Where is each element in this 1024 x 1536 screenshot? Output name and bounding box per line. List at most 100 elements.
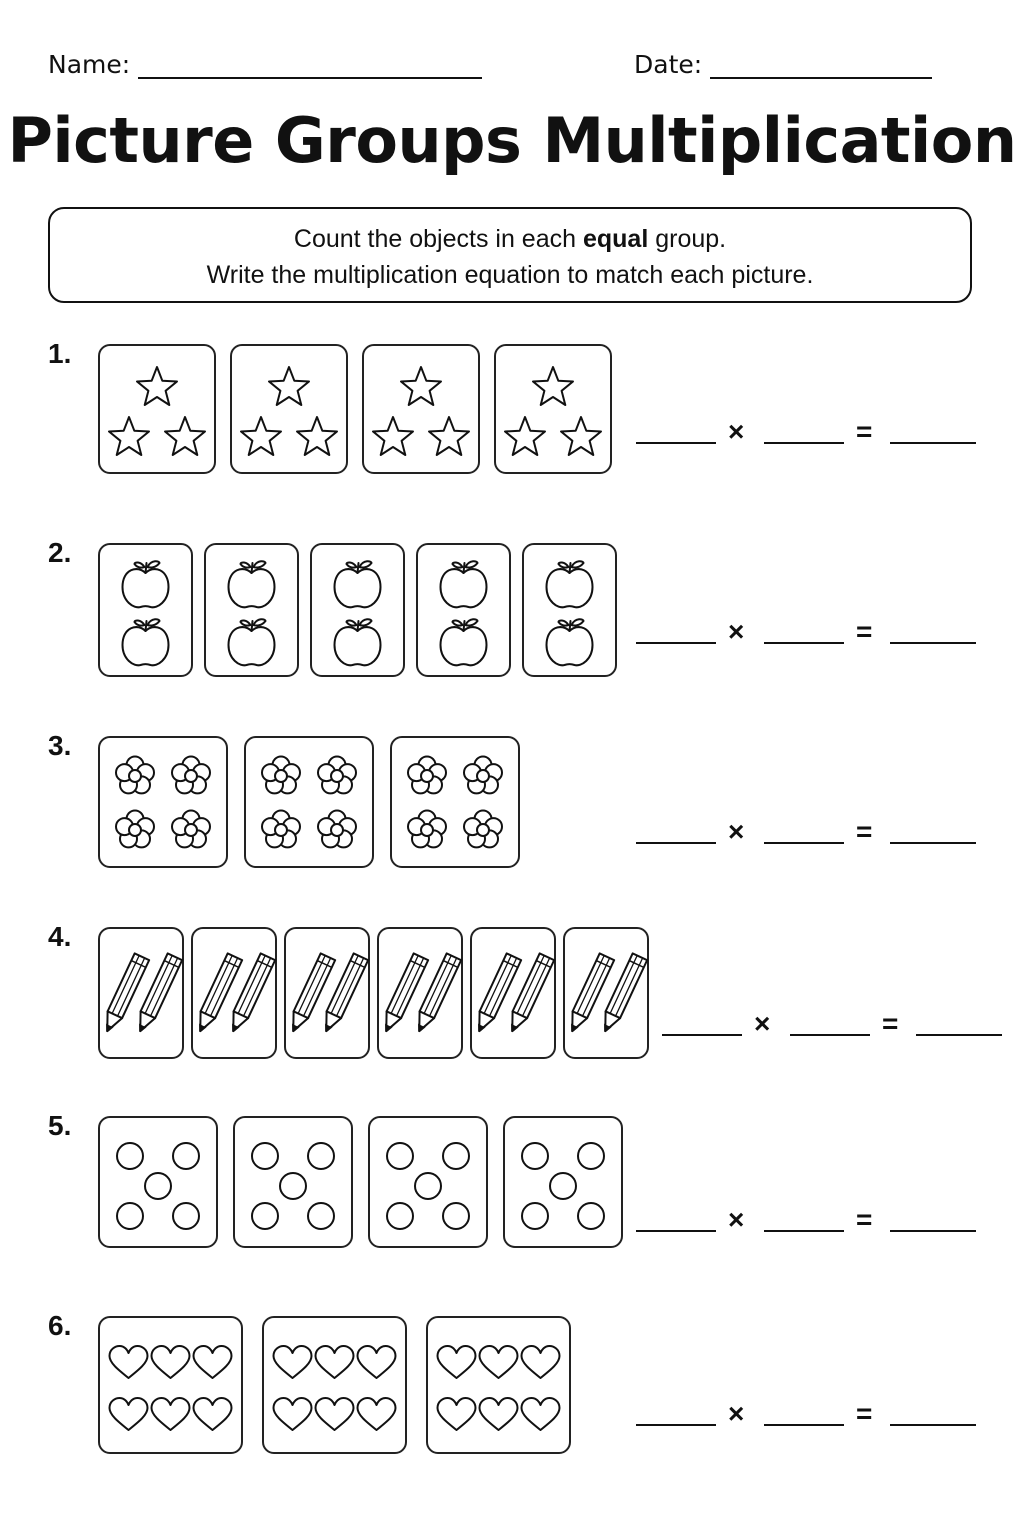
date-field[interactable]: Date: [634,50,933,79]
circle-icon [251,1202,279,1230]
star-icon [164,416,206,456]
star-icon [532,366,574,406]
circle-icon [577,1202,605,1230]
heart-icon [192,1397,233,1431]
date-blank[interactable] [710,55,933,79]
apple-icon [333,618,382,667]
apple-icon [439,618,488,667]
flower-icon [463,809,503,849]
pencil-icon [325,952,370,1033]
equal-group [368,1116,488,1248]
group-pictures [199,952,277,1033]
factor-1-blank[interactable] [636,1230,716,1232]
circle-icon [307,1142,335,1170]
heart-icon [478,1397,519,1431]
star-icon [240,416,282,456]
times-sign: × [728,1204,745,1235]
factor-1-blank[interactable] [636,1424,716,1426]
circle-icon [307,1202,335,1230]
pencil-icon [232,952,277,1033]
equals-sign: = [856,1398,873,1429]
circle-icon [521,1202,549,1230]
group-pictures [115,755,211,849]
star-icon [504,416,546,456]
star-icon [372,416,414,456]
factor-2-blank[interactable] [764,442,844,444]
equal-group [494,344,612,474]
instructions-box: Count the objects in each equal group. W… [48,207,972,303]
flower-icon [171,809,211,849]
pencil-icon [292,952,337,1033]
group-pictures [521,1142,605,1230]
heart-icon [108,1345,149,1379]
name-field[interactable]: Name: [48,50,483,79]
circle-icon [442,1202,470,1230]
equal-group [390,736,520,868]
times-sign: × [728,416,745,447]
group-pictures [261,755,357,849]
pencil-icon [106,952,151,1033]
heart-icon [436,1397,477,1431]
star-icon [108,416,150,456]
apple-icon [439,560,488,609]
apple-icon [333,560,382,609]
group-pictures [372,366,470,456]
apple-icon [545,618,594,667]
product-blank[interactable] [890,842,976,844]
equal-group [262,1316,407,1454]
circle-icon [251,1142,279,1170]
product-blank[interactable] [890,1230,976,1232]
heart-icon [108,1397,149,1431]
factor-2-blank[interactable] [790,1034,870,1036]
factor-1-blank[interactable] [636,842,716,844]
factor-2-blank[interactable] [764,1424,844,1426]
factor-1-blank[interactable] [662,1034,742,1036]
problem-number: 2. [48,537,72,568]
problem-number: 3. [48,730,72,761]
problem-number: 6. [48,1310,72,1341]
times-sign: × [728,1398,745,1429]
circle-icon [386,1142,414,1170]
product-blank[interactable] [890,442,976,444]
pencil-icon [385,952,430,1033]
group-pictures [504,366,602,456]
equal-group [426,1316,571,1454]
name-blank[interactable] [138,55,483,79]
equal-group [230,344,348,474]
equal-group [98,344,216,474]
equal-group [503,1116,623,1248]
heart-icon [520,1345,561,1379]
product-blank[interactable] [890,1424,976,1426]
pencil-icon [478,952,523,1033]
star-icon [400,366,442,406]
circle-icon [386,1202,414,1230]
product-blank[interactable] [916,1034,1002,1036]
problem-number: 1. [48,338,72,369]
heart-icon [272,1345,313,1379]
apple-icon [227,560,276,609]
flower-icon [261,809,301,849]
group-pictures [292,952,370,1033]
instructions-line-1: Count the objects in each equal group. [293,225,727,253]
heart-icon [356,1397,397,1431]
group-pictures [436,1345,561,1431]
product-blank[interactable] [890,642,976,644]
factor-2-blank[interactable] [764,642,844,644]
circle-icon [521,1142,549,1170]
date-label: Date: [634,50,703,79]
factor-1-blank[interactable] [636,442,716,444]
equal-group [98,1316,243,1454]
equal-group [233,1116,353,1248]
equal-group [416,543,511,677]
group-pictures [108,1345,233,1431]
equal-group [98,1116,218,1248]
factor-1-blank[interactable] [636,642,716,644]
factor-2-blank[interactable] [764,842,844,844]
equal-group [98,736,228,868]
heart-icon [272,1397,313,1431]
apple-icon [121,560,170,609]
equal-group [563,927,649,1059]
factor-2-blank[interactable] [764,1230,844,1232]
flower-icon [317,755,357,795]
heart-icon [356,1345,397,1379]
